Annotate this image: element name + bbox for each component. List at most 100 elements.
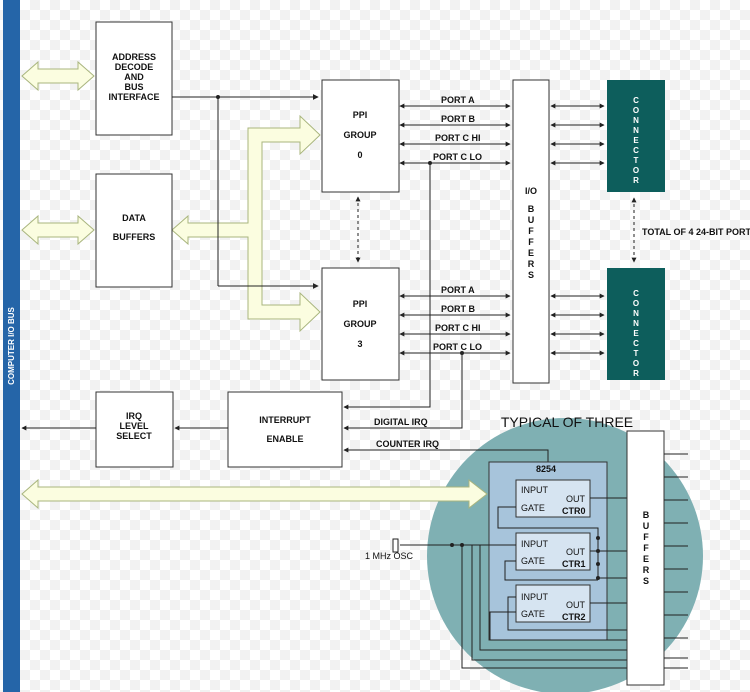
svg-text:S: S — [528, 270, 534, 280]
svg-text:DECODE: DECODE — [115, 62, 154, 72]
svg-text:ADDRESS: ADDRESS — [112, 52, 156, 62]
svg-text:INTERFACE: INTERFACE — [108, 92, 159, 102]
port-label: PORT C HI — [435, 133, 481, 143]
svg-text:S: S — [643, 576, 649, 586]
interrupt-enable-block: INTERRUPT ENABLE — [227, 391, 343, 468]
svg-text:PPI: PPI — [353, 110, 368, 120]
irq-level-select-block: IRQ LEVEL SELECT — [95, 391, 174, 468]
svg-text:PPI: PPI — [353, 299, 368, 309]
svg-text:INPUT: INPUT — [521, 485, 549, 495]
svg-text:O: O — [633, 106, 639, 115]
svg-text:0: 0 — [357, 150, 362, 160]
total-ports-label: TOTAL OF 4 24-BIT PORTS — [642, 227, 750, 237]
address-decode-block: ADDRESS DECODE AND BUS INTERFACE — [95, 21, 173, 136]
port-label: PORT C LO — [433, 152, 482, 162]
computer-io-bus — [3, 0, 20, 692]
connector-lines — [550, 103, 605, 356]
svg-text:GATE: GATE — [521, 556, 545, 566]
svg-text:N: N — [633, 116, 639, 125]
svg-text:ENABLE: ENABLE — [266, 434, 303, 444]
svg-text:R: R — [633, 369, 639, 378]
svg-text:C: C — [633, 339, 639, 348]
svg-text:R: R — [633, 176, 639, 185]
svg-text:I/O: I/O — [525, 186, 537, 196]
svg-text:LEVEL: LEVEL — [119, 421, 149, 431]
svg-text:F: F — [643, 543, 649, 553]
port-label: PORT A — [441, 285, 475, 295]
svg-text:B: B — [643, 510, 650, 520]
svg-text:F: F — [643, 532, 649, 542]
counter-box: INPUT GATE OUT CTR2 — [515, 584, 591, 623]
svg-text:R: R — [643, 565, 650, 575]
svg-text:INTERRUPT: INTERRUPT — [259, 415, 311, 425]
svg-text:AND: AND — [124, 72, 144, 82]
port-label: PORT B — [441, 114, 476, 124]
port-label: PORT B — [441, 304, 476, 314]
ports-group-0: PORT A PORT B PORT C HI PORT C LO — [399, 95, 511, 166]
svg-text:GATE: GATE — [521, 503, 545, 513]
ppi-group-3-block: PPI GROUP 3 — [321, 267, 400, 381]
address-lines — [172, 94, 319, 289]
svg-text:C: C — [633, 146, 639, 155]
ppi-group-0-block: PPI GROUP 0 — [321, 79, 400, 193]
svg-text:T: T — [634, 156, 639, 165]
svg-text:N: N — [633, 309, 639, 318]
svg-text:O: O — [633, 299, 639, 308]
right-buffers-block: B U F F E R S — [626, 430, 665, 686]
ports-group-3: PORT A PORT B PORT C HI PORT C LO — [399, 285, 511, 356]
svg-text:CTR1: CTR1 — [562, 559, 586, 569]
osc-label: 1 MHz OSC — [365, 551, 414, 561]
svg-text:IRQ: IRQ — [126, 411, 142, 421]
bus-double-arrow-address — [21, 60, 95, 92]
svg-text:C: C — [633, 96, 639, 105]
connector-top: C O N N E C T O R — [607, 80, 665, 192]
svg-text:E: E — [633, 329, 639, 338]
svg-text:B: B — [528, 204, 535, 214]
bus-label: COMPUTER I/O BUS — [7, 306, 16, 384]
svg-text:BUFFERS: BUFFERS — [113, 232, 156, 242]
port-label: PORT C HI — [435, 323, 481, 333]
svg-text:F: F — [528, 226, 534, 236]
svg-text:O: O — [633, 359, 639, 368]
svg-text:CTR0: CTR0 — [562, 506, 586, 516]
svg-text:U: U — [643, 521, 650, 531]
port-label: PORT A — [441, 95, 475, 105]
svg-text:E: E — [528, 248, 534, 258]
counter-box: INPUT GATE OUT CTR0 — [515, 479, 591, 518]
svg-text:SELECT: SELECT — [116, 431, 152, 441]
io-buffers-block: I/O B U F F E R S — [512, 79, 550, 384]
counter-irq-label: COUNTER IRQ — [376, 439, 439, 449]
svg-text:BUS: BUS — [124, 82, 143, 92]
svg-text:C: C — [633, 289, 639, 298]
connector-bottom: C O N N E C T O R — [607, 268, 665, 380]
svg-text:GROUP: GROUP — [343, 130, 376, 140]
svg-text:3: 3 — [357, 339, 362, 349]
svg-text:INPUT: INPUT — [521, 592, 549, 602]
chip-label: 8254 — [536, 464, 556, 474]
svg-text:DATA: DATA — [122, 213, 146, 223]
svg-text:OUT: OUT — [566, 494, 586, 504]
typical-of-three-label: TYPICAL OF THREE — [501, 414, 633, 430]
digital-irq-label: DIGITAL IRQ — [374, 417, 428, 427]
bus-double-arrow-data — [21, 214, 95, 246]
svg-text:OUT: OUT — [566, 600, 586, 610]
svg-text:F: F — [528, 237, 534, 247]
data-buffers-block: DATA BUFFERS — [95, 173, 173, 288]
svg-text:U: U — [528, 215, 535, 225]
svg-text:GATE: GATE — [521, 609, 545, 619]
irq-wiring: DIGITAL IRQ COUNTER IRQ — [343, 163, 549, 462]
svg-text:T: T — [634, 349, 639, 358]
internal-data-bus-arrow — [171, 114, 321, 333]
svg-text:E: E — [633, 136, 639, 145]
svg-text:R: R — [528, 259, 535, 269]
svg-text:N: N — [633, 126, 639, 135]
counter-bus-double-arrow — [21, 478, 488, 510]
svg-text:N: N — [633, 319, 639, 328]
right-buffer-outputs — [664, 453, 688, 669]
svg-text:OUT: OUT — [566, 547, 586, 557]
counter-box: INPUT GATE OUT CTR1 — [515, 532, 591, 571]
svg-text:INPUT: INPUT — [521, 539, 549, 549]
svg-text:CTR2: CTR2 — [562, 612, 586, 622]
counter-wiring: 1 MHz OSC — [365, 497, 627, 669]
